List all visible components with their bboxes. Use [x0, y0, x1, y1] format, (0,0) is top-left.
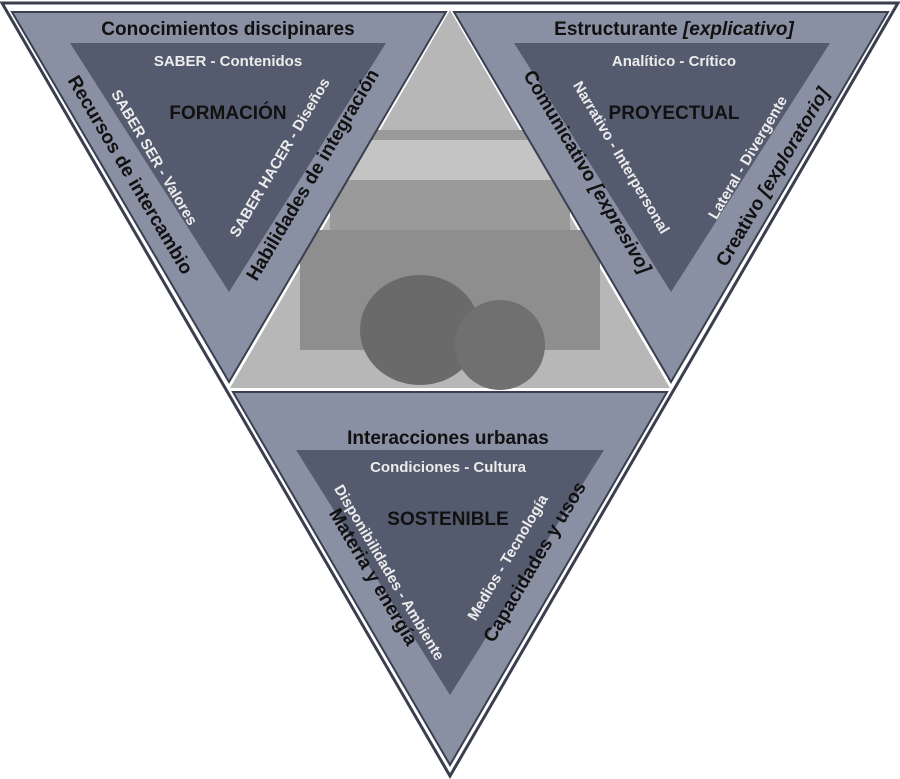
proyectual-top: Analítico - Crítico: [612, 53, 736, 70]
proyectual-section: Estructurante [explicativo] Analítico - …: [452, 11, 890, 384]
sostenible-title: Interacciones urbanas: [347, 428, 549, 449]
formacion-center: FORMACIÓN: [169, 102, 286, 124]
proyectual-inner-triangle: [514, 43, 830, 292]
formacion-top: SABER - Contenidos: [154, 53, 302, 70]
proyectual-title: Estructurante [explicativo]: [554, 19, 794, 40]
proyectual-center: PROYECTUAL: [609, 103, 740, 124]
sostenible-center: SOSTENIBLE: [387, 509, 508, 530]
proyectual-title-italic: [explicativo]: [682, 19, 795, 40]
center-photo: [230, 10, 670, 390]
proyectual-title-main: Estructurante: [554, 19, 683, 40]
formacion-inner-triangle: [70, 43, 386, 292]
sostenible-top: Condiciones - Cultura: [370, 459, 526, 476]
sostenible-section: Interacciones urbanas Condiciones - Cult…: [231, 391, 669, 767]
sostenible-inner-triangle: [296, 450, 604, 695]
formacion-title: Conocimientos discipinares: [101, 19, 354, 40]
